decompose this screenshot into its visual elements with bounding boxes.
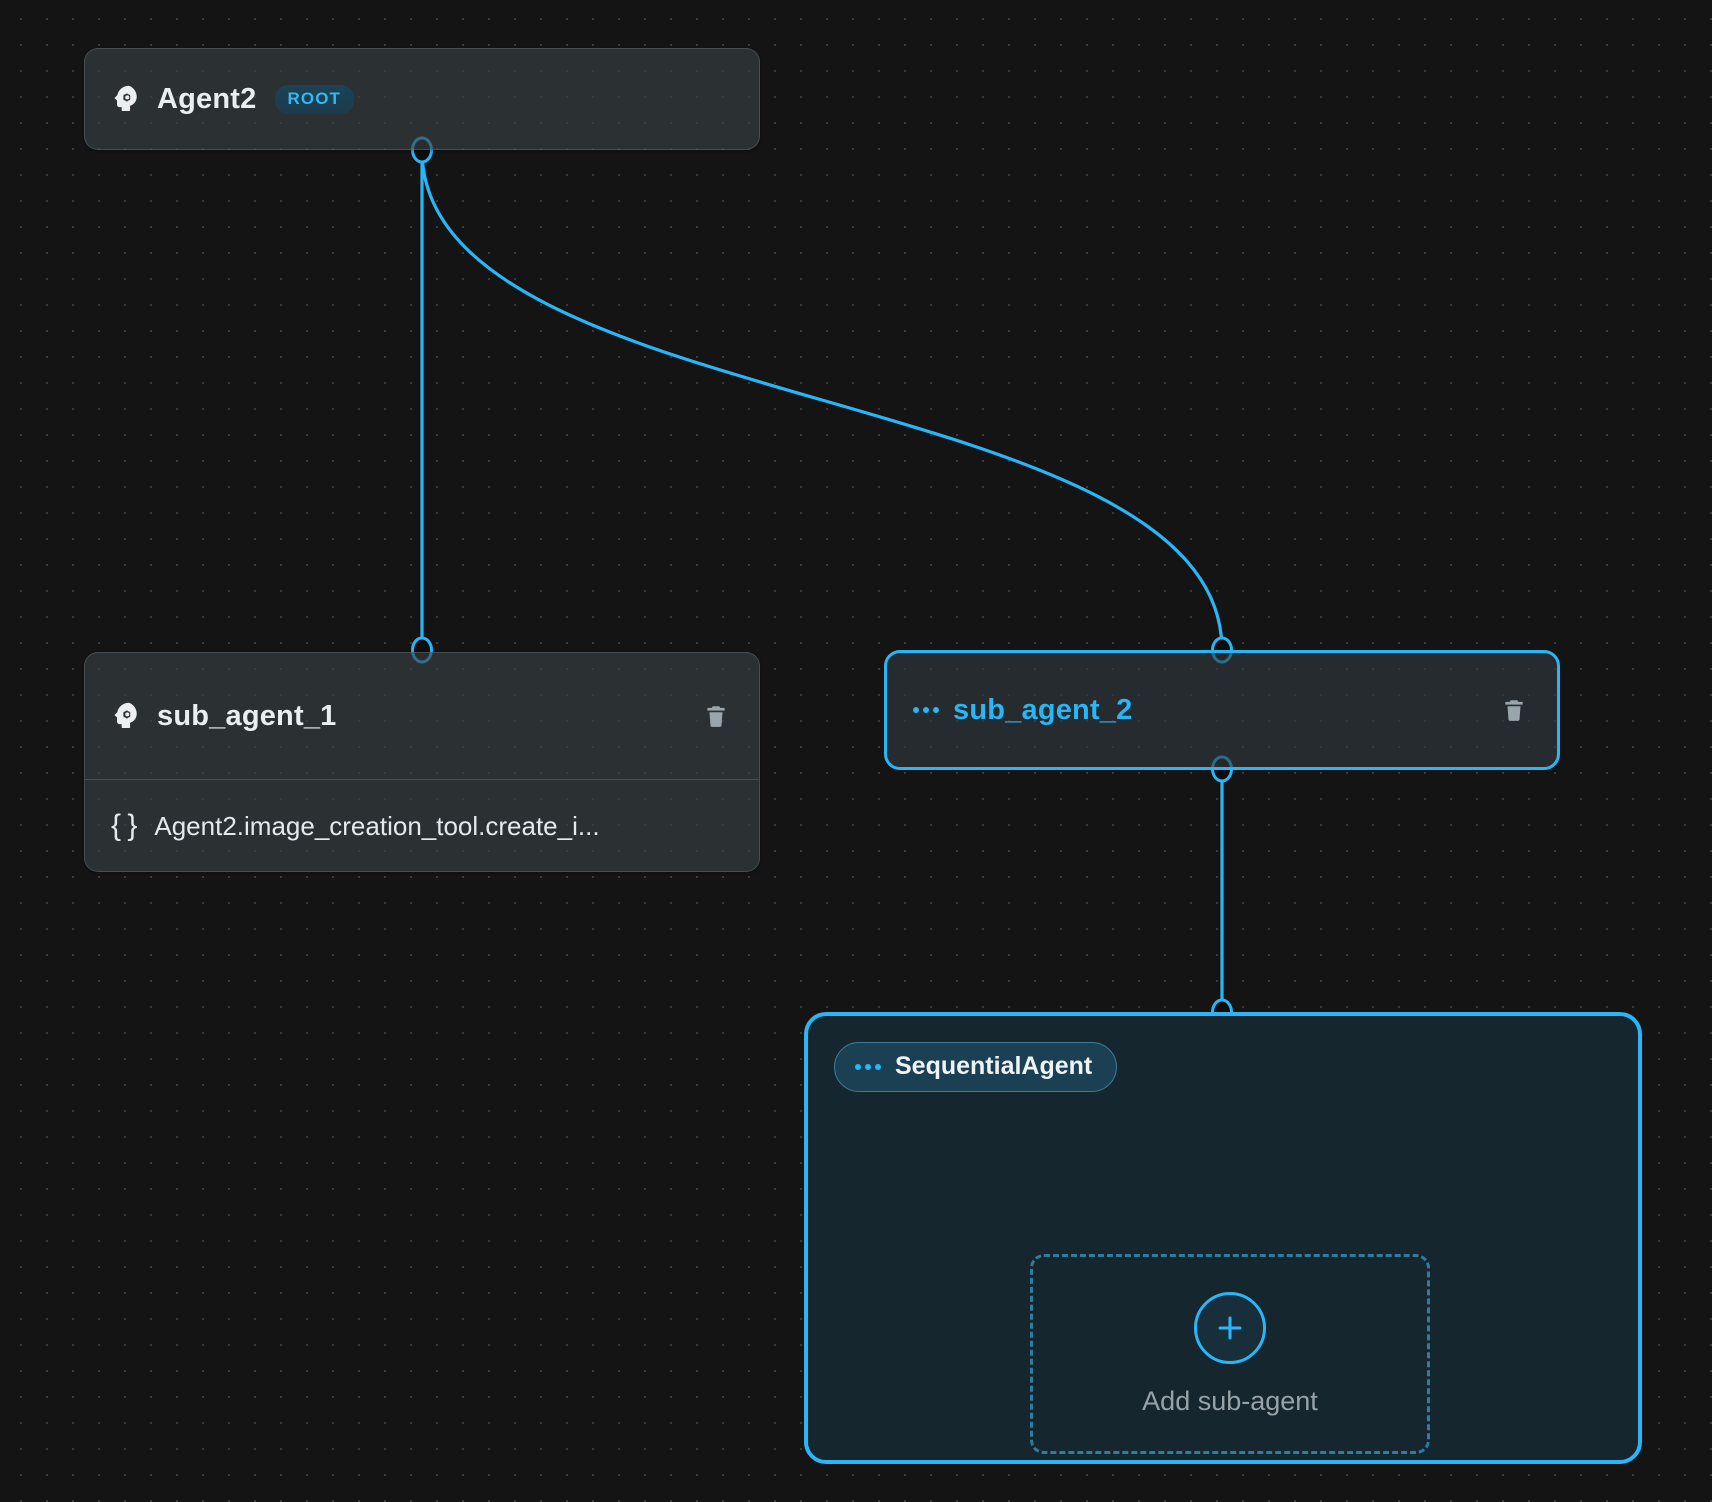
root-badge: ROOT [274,84,355,114]
node-sequential-agent-group[interactable]: SequentialAgent Add sub-agent [804,1012,1642,1464]
tool-row-image-creation[interactable]: { } Agent2.image_creation_tool.create_i.… [85,780,759,872]
node-divider [85,779,759,780]
node-sub-agent-1[interactable]: sub_agent_1 { } Agent2.image_creation_to… [84,652,760,872]
node-header: sub_agent_2 [887,653,1557,767]
node-header: Agent2 ROOT [85,49,759,149]
node-title: sub_agent_2 [953,693,1133,726]
trash-icon[interactable] [1497,691,1531,729]
braces-icon: { } [111,809,137,842]
node-sub-agent-2[interactable]: sub_agent_2 [884,650,1560,770]
sequential-agent-badge-label: SequentialAgent [895,1052,1093,1080]
plus-icon[interactable] [1194,1291,1266,1364]
psychology-icon [111,83,143,115]
node-agent2-root[interactable]: Agent2 ROOT [84,48,760,150]
trash-icon[interactable] [699,697,733,735]
node-title: sub_agent_1 [157,699,337,732]
sequential-agent-badge[interactable]: SequentialAgent [834,1042,1118,1092]
more-horiz-icon [855,1063,881,1070]
add-sub-agent-dropzone[interactable]: Add sub-agent [1030,1254,1430,1454]
node-title: Agent2 [157,82,257,115]
more-horiz-icon [913,707,939,713]
edge-root-to-sub-agent-2 [420,149,1224,651]
psychology-icon [111,700,143,732]
tool-label: Agent2.image_creation_tool.create_i... [154,810,600,841]
node-header: sub_agent_1 [85,653,759,779]
add-sub-agent-label: Add sub-agent [1142,1385,1318,1416]
